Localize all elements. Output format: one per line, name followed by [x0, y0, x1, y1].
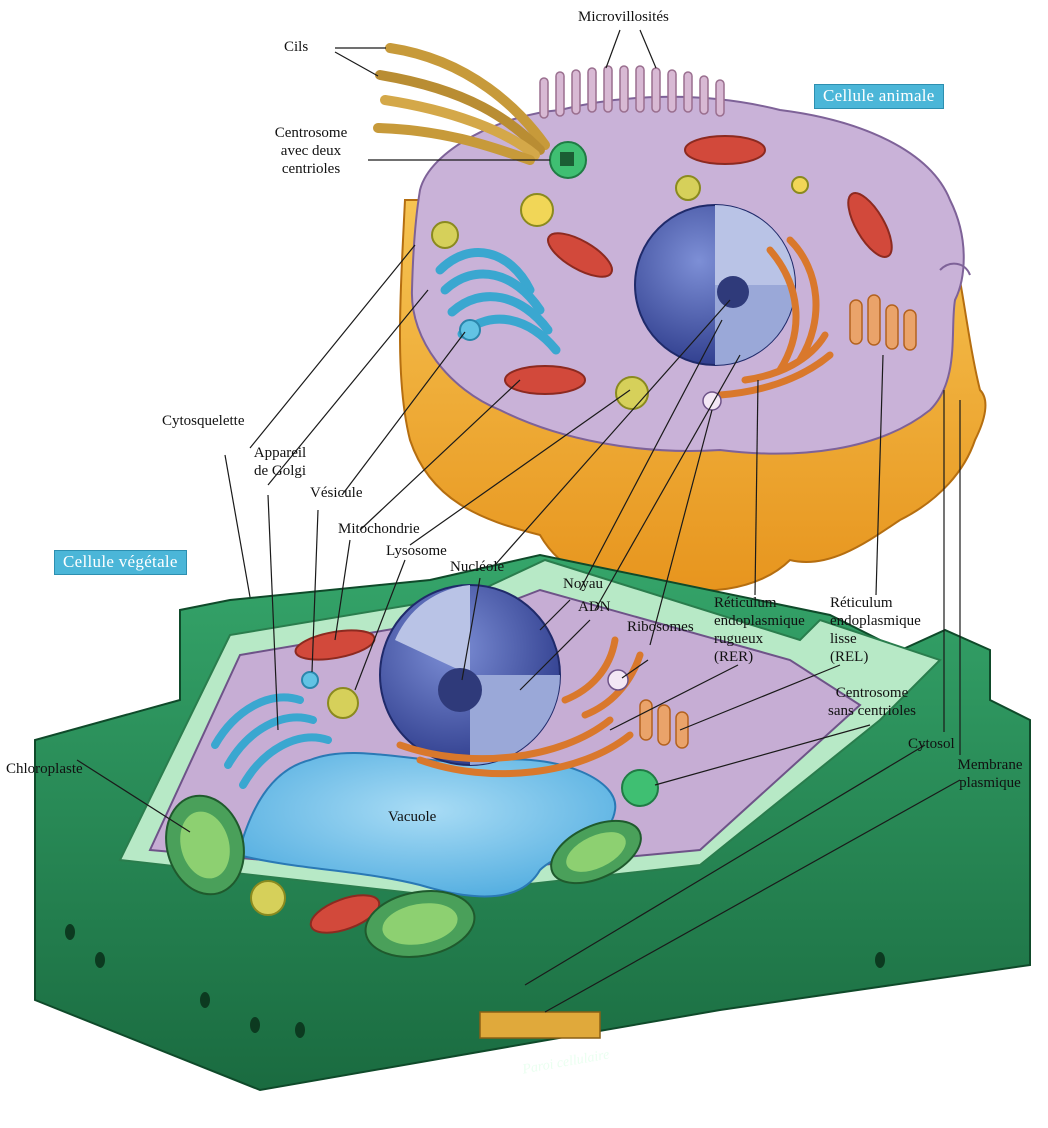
label-noyau: Noyau [563, 575, 603, 593]
label-centrosome-sans: Centrosome sans centrioles [812, 684, 932, 720]
nucleus-animal [635, 205, 795, 365]
nucleus-plant [380, 585, 560, 765]
nucleolus-plant [438, 668, 482, 712]
label-mitochondrie: Mitochondrie [338, 520, 420, 538]
label-membrane: Membrane plasmique [944, 756, 1036, 792]
label-ribosomes: Ribosomes [627, 618, 694, 636]
label-rel: Réticulum endoplasmique lisse (REL) [830, 594, 921, 666]
label-cils: Cils [284, 38, 308, 56]
label-chloroplaste: Chloroplaste [6, 760, 83, 778]
label-centrosome-centrioles: Centrosome avec deux centrioles [256, 124, 366, 178]
label-lysosome: Lysosome [386, 542, 447, 560]
ribosome-marker-plant [608, 670, 628, 690]
cilia [378, 48, 545, 160]
label-cytosol: Cytosol [908, 735, 955, 753]
vesicle-plant [302, 672, 318, 688]
animal-cell [378, 48, 985, 590]
label-vesicule: Vésicule [310, 484, 362, 502]
wall-cutaway [480, 1012, 600, 1038]
nucleolus-animal [717, 276, 749, 308]
centrosome-animal [550, 142, 586, 178]
label-microvillosites: Microvillosités [578, 8, 669, 26]
label-vacuole: Vacuole [388, 808, 436, 826]
label-cytosquelette: Cytosquelette [162, 412, 245, 430]
animal-cell-title: Cellule animale [814, 84, 944, 109]
centrosome-plant [622, 770, 658, 806]
ribosome-marker-animal [703, 392, 721, 410]
plant-cell-title: Cellule végétale [54, 550, 187, 575]
label-adn: ADN [578, 598, 611, 616]
vesicle-animal [460, 320, 480, 340]
label-rer: Réticulum endoplasmique rugueux (RER) [714, 594, 805, 666]
label-nucleole: Nucléole [450, 558, 504, 576]
label-appareil-golgi: Appareil de Golgi [240, 444, 320, 480]
